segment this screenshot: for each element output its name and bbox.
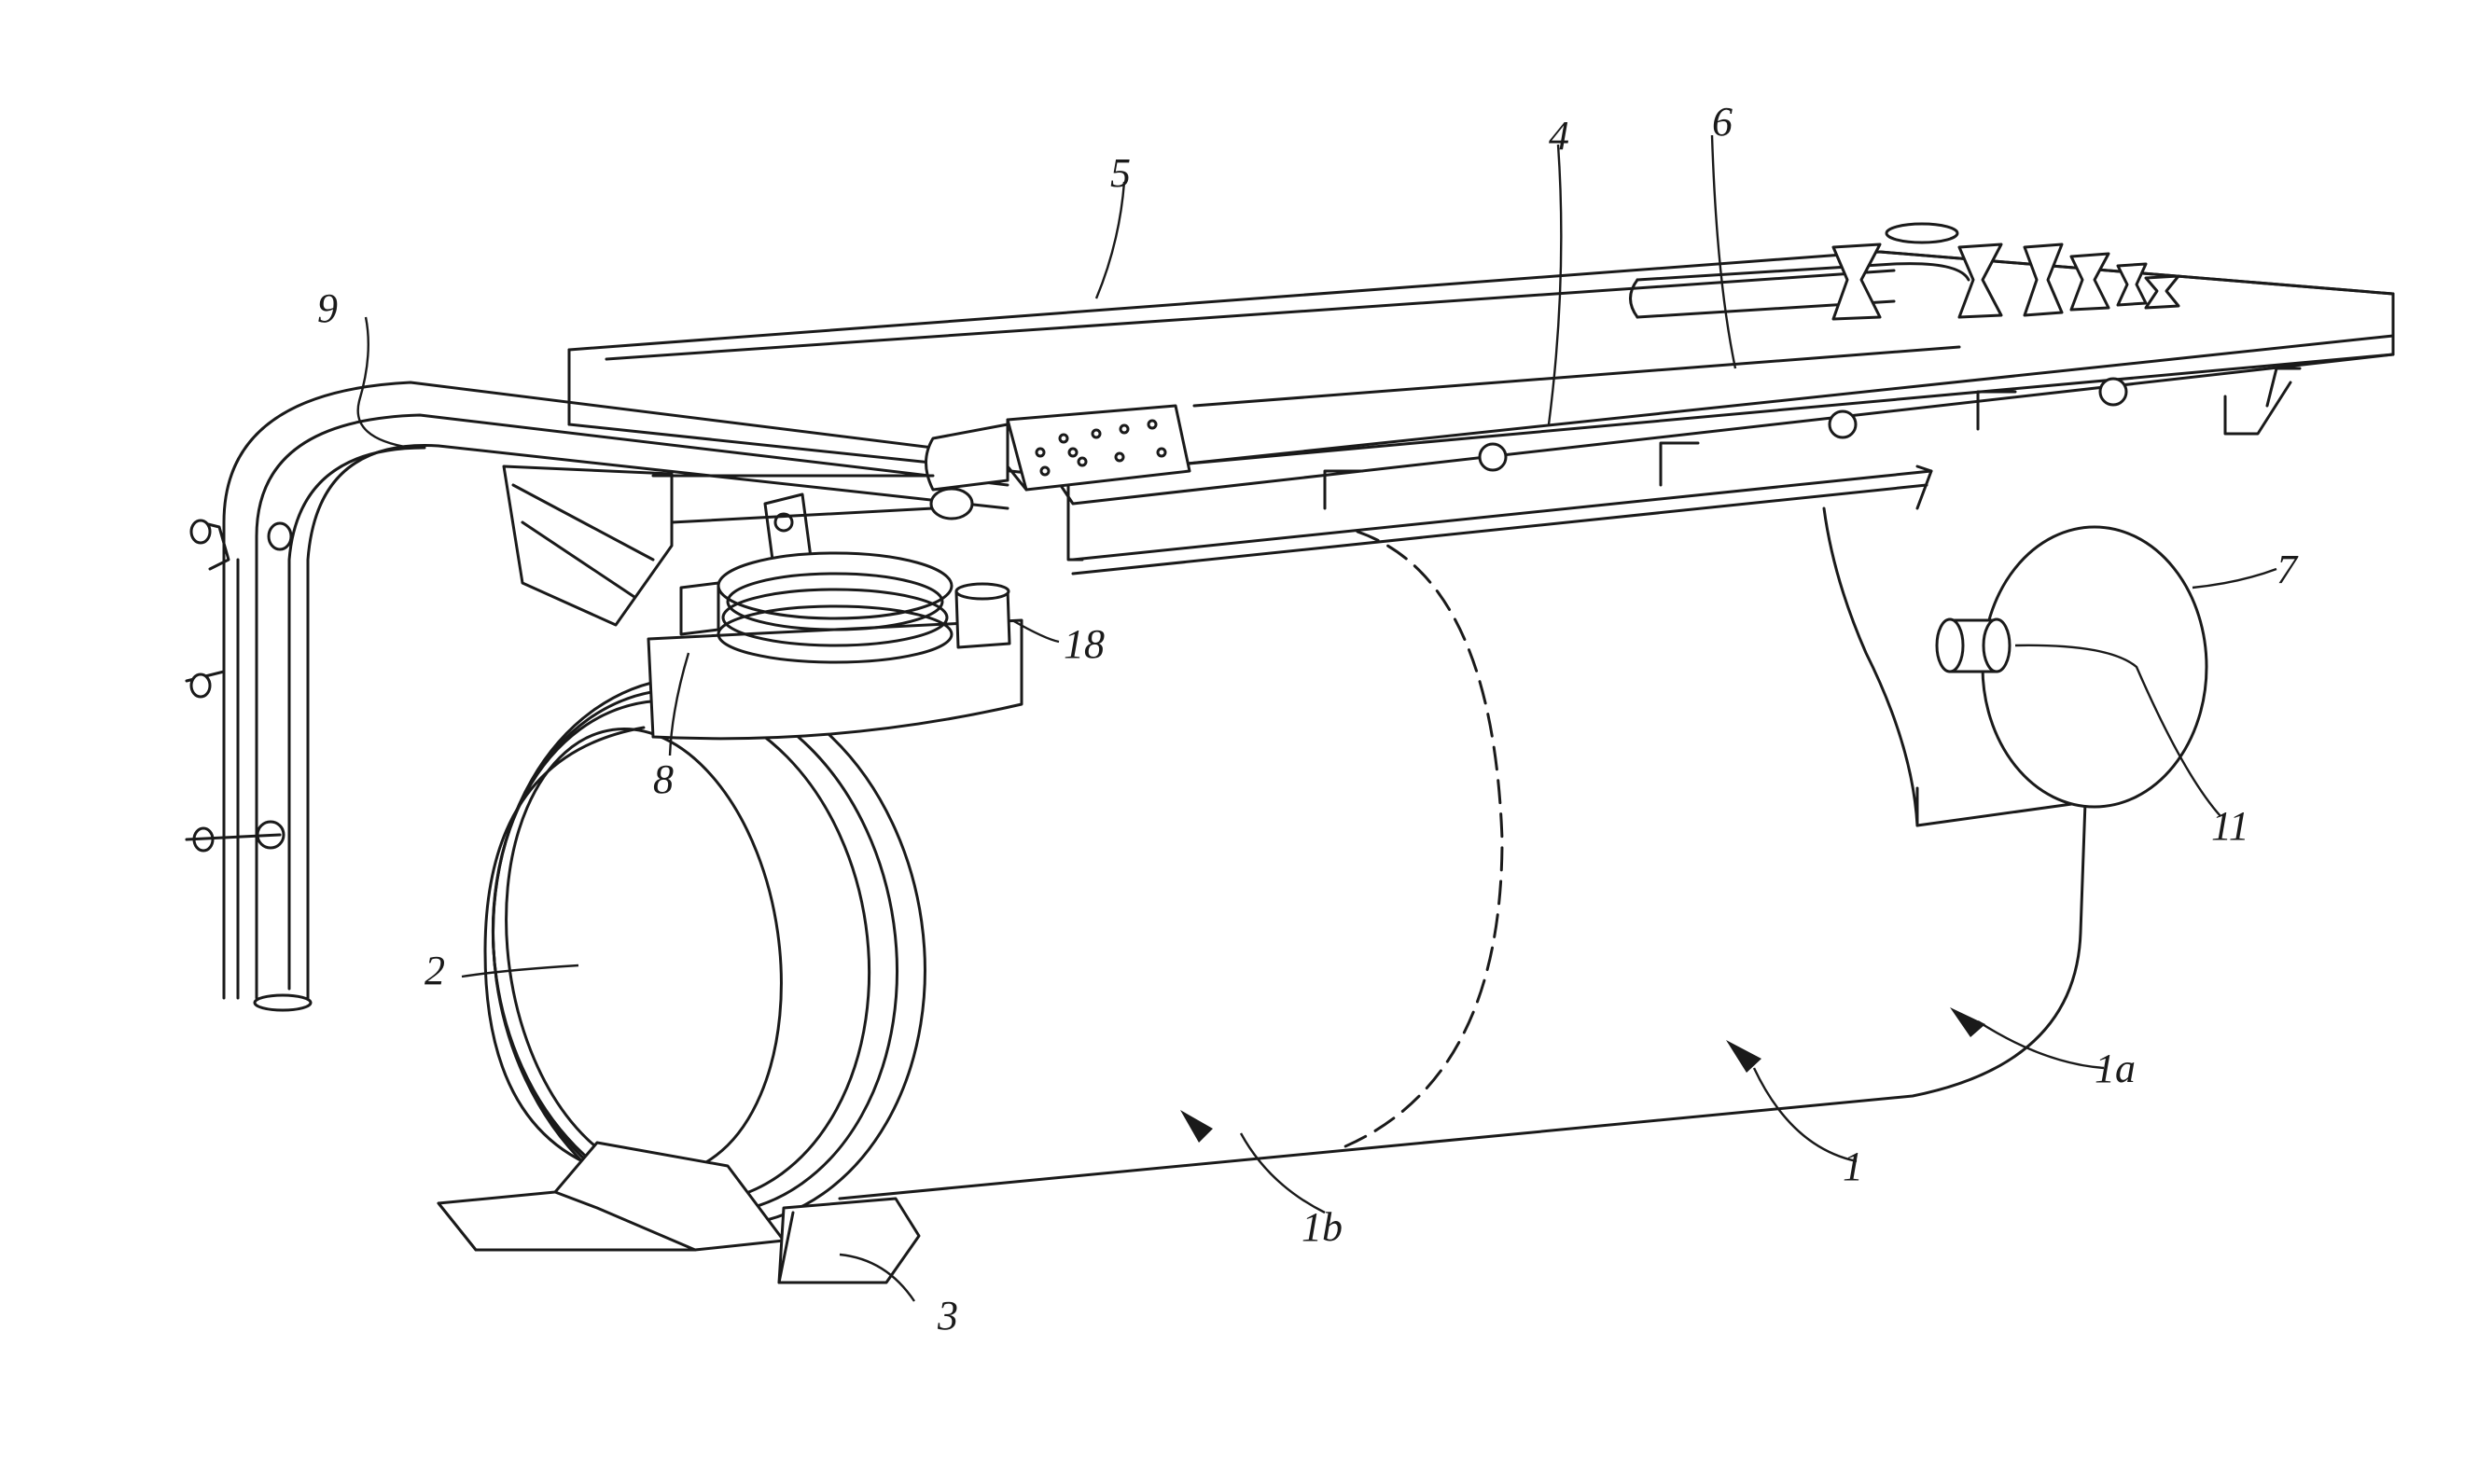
label-8: 8	[653, 756, 674, 802]
label-1b: 1b	[1302, 1204, 1343, 1250]
arrow-1a	[1950, 1007, 1985, 1037]
label-5: 5	[1110, 150, 1131, 196]
label-4: 4	[1549, 113, 1569, 159]
label-2: 2	[425, 948, 445, 993]
label-11: 11	[2211, 803, 2249, 849]
label-7: 7	[2276, 547, 2299, 592]
tank-body	[840, 508, 2207, 1199]
arrow-1b	[1180, 1110, 1213, 1143]
roller-18	[956, 584, 1009, 647]
label-18: 18	[1064, 621, 1105, 667]
label-9: 9	[317, 285, 338, 331]
label-3: 3	[937, 1293, 958, 1338]
outlet-11	[1937, 619, 2010, 672]
label-6: 6	[1712, 99, 1733, 145]
arrow-1	[1726, 1040, 1761, 1073]
label-1: 1	[1843, 1144, 1863, 1189]
end-cap-7	[1983, 527, 2207, 807]
label-1a: 1a	[2095, 1046, 2136, 1091]
